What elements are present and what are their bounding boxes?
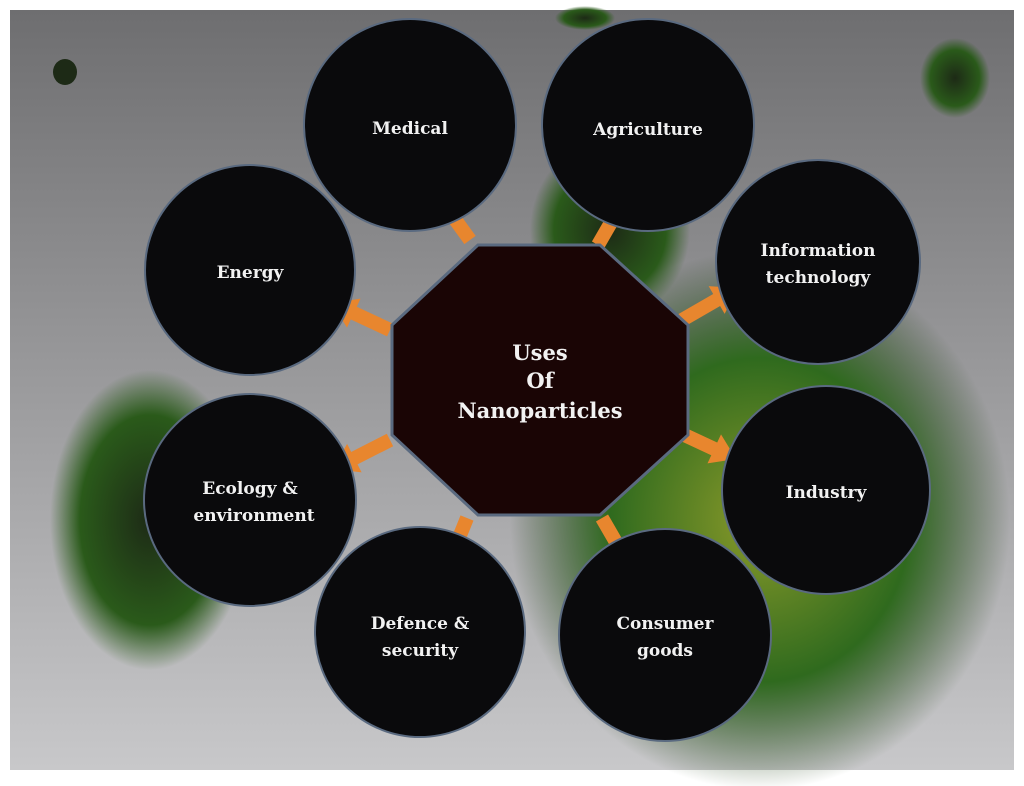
center-title-line3: Nanoparticles bbox=[457, 398, 622, 423]
center-title-line1: Uses bbox=[512, 340, 567, 365]
node-agriculture bbox=[541, 18, 755, 232]
node-industry bbox=[721, 385, 931, 595]
node-defence bbox=[314, 526, 526, 738]
label-consumer: Consumer bbox=[617, 614, 715, 634]
label-defence: Defence & bbox=[371, 614, 470, 634]
node-information-technology bbox=[715, 159, 921, 365]
center-title-line2: Of bbox=[526, 368, 555, 393]
label-environment: environment bbox=[193, 506, 314, 526]
node-consumer-goods bbox=[558, 528, 772, 742]
label-information: Information bbox=[761, 241, 876, 261]
label-goods: goods bbox=[637, 641, 693, 661]
label-technology: technology bbox=[766, 268, 872, 288]
center-octagon bbox=[390, 243, 690, 517]
label-ecology: Ecology & bbox=[202, 479, 298, 499]
label-energy: Energy bbox=[217, 263, 285, 283]
label-security: security bbox=[382, 641, 459, 661]
label-industry: Industry bbox=[786, 483, 868, 503]
node-energy bbox=[144, 164, 356, 376]
node-ecology bbox=[143, 393, 357, 607]
node-medical bbox=[303, 18, 517, 232]
label-medical: Medical bbox=[372, 119, 448, 139]
label-agriculture: Agriculture bbox=[592, 120, 703, 140]
